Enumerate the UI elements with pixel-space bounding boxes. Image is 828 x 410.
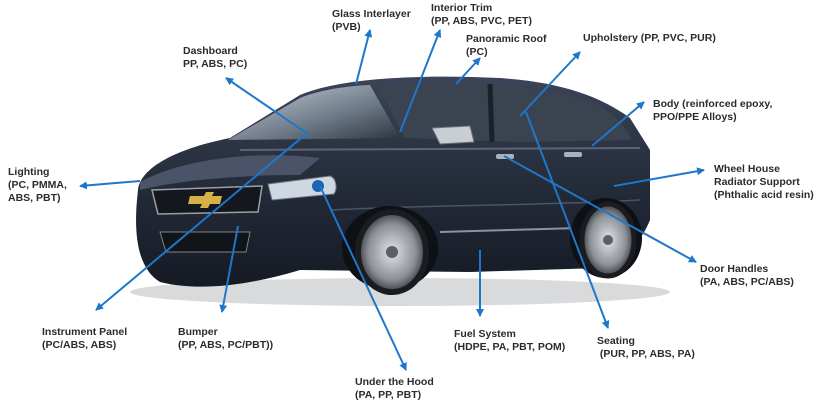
side-mirror (431, 125, 475, 145)
label-door-handles: Door Handles(PA, ABS, PC/ABS) (700, 263, 794, 288)
arrow-glass (355, 29, 373, 85)
arrow-instrument-panel (95, 133, 307, 311)
arrow-seating (525, 111, 610, 329)
front-wheel-hub (386, 246, 398, 258)
arrow-door-handles (503, 155, 697, 263)
windshield (228, 85, 400, 140)
window-pillar (487, 83, 495, 143)
arrow-panoramic-roof (455, 57, 481, 85)
label-instrument-panel: Instrument Panel(PC/ABS, ABS) (42, 326, 128, 351)
arrow-body (591, 101, 645, 147)
label-bumper: Bumper(PP, ABS, PC/PBT)) (178, 326, 274, 351)
chevy-badge (188, 192, 222, 208)
hood (140, 155, 320, 190)
rear-wheel-hub (603, 235, 613, 245)
label-fuel-system: Fuel System(HDPE, PA, PBT, POM) (454, 328, 566, 353)
label-lighting: Lighting(PC, PMMA,ABS, PBT) (8, 166, 67, 204)
label-body: Body (reinforced epoxy,PPO/PPE Alloys) (653, 98, 773, 123)
label-upholstery: Upholstery (PP, PVC, PUR) (583, 32, 716, 44)
label-panoramic-roof: Panoramic Roof(PC) (466, 33, 547, 58)
label-interior-trim: Interior Trim(PP, ABS, PVC, PET) (431, 2, 532, 27)
arrow-under-hood (319, 185, 407, 371)
rear-door-handle (564, 152, 582, 157)
label-seating: Seating (PUR, PP, ABS, PA) (597, 335, 695, 360)
arrow-lighting (79, 180, 141, 190)
beltline (239, 147, 641, 151)
arrow-wheel-house (613, 167, 705, 187)
label-under-the-hood: Under the Hood(PA, PP, PBT) (355, 376, 434, 401)
arrow-interior-trim (399, 29, 442, 133)
arrow-upholstery (519, 51, 581, 117)
label-glass-interlayer: Glass Interlayer(PVB) (332, 8, 411, 33)
arrow-bumper (219, 225, 239, 313)
arrow-dashboard (225, 77, 309, 135)
rocker-trim (439, 227, 581, 233)
